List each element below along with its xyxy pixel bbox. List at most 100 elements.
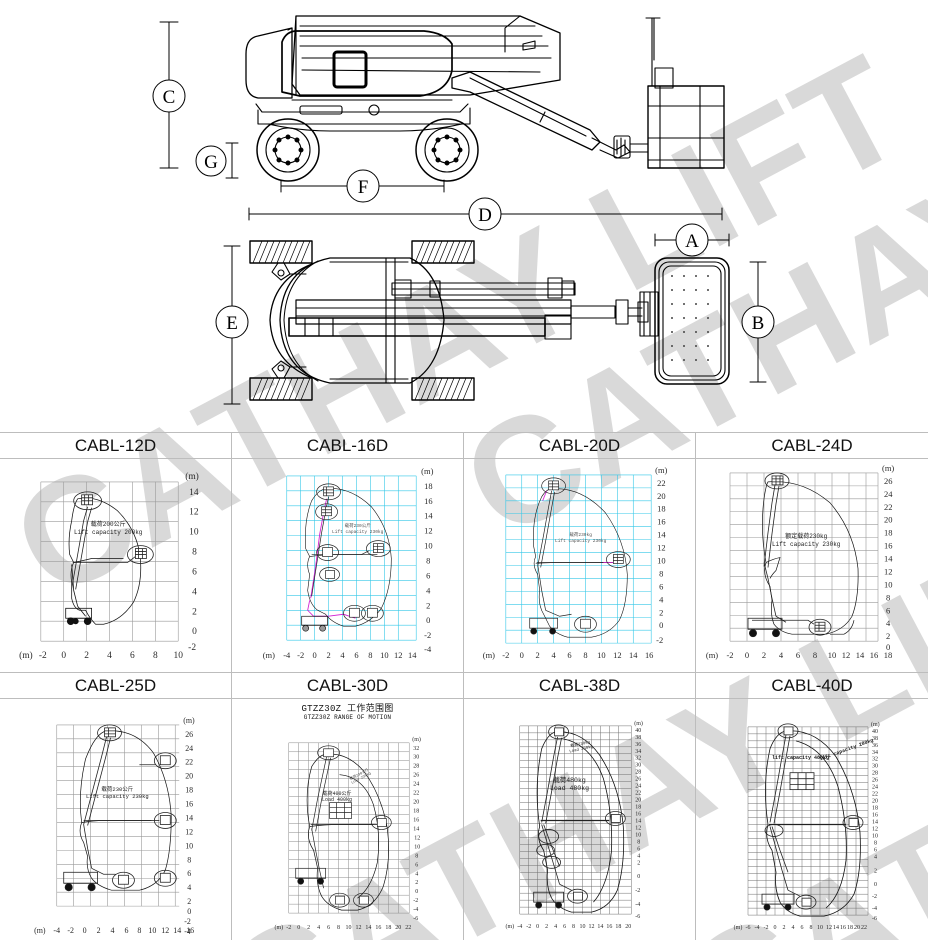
svg-text:12: 12 [355,925,361,931]
svg-text:16: 16 [870,650,878,660]
svg-text:(m): (m) [34,926,46,935]
model-cell-cabl-16d[interactable]: CABL-16D 载荷230公斤 Lift capacity 230kg [232,433,464,673]
svg-text:(m): (m) [274,924,283,931]
svg-text:10: 10 [346,925,352,931]
svg-text:-2: -2 [286,925,291,931]
model-cell-cabl-12d[interactable]: CABL-12D 载荷200公斤 Lift capacity 200kg [0,433,232,673]
svg-text:4: 4 [792,925,795,931]
dimension-F: F [280,169,445,203]
svg-text:(m): (m) [871,721,880,728]
chart-cabl-20d: 载荷230kg Lift capacity 230kg [464,459,695,671]
svg-text:36: 36 [872,743,878,749]
svg-text:14: 14 [856,650,865,660]
svg-text:12: 12 [872,826,878,832]
svg-text:-2: -2 [188,643,196,653]
svg-text:0: 0 [536,924,539,930]
svg-text:0: 0 [192,627,197,637]
svg-text:40: 40 [872,729,878,735]
wheel-front [256,118,320,182]
model-cell-cabl-25d[interactable]: CABL-25D 载荷230公斤 Lift capacity 230kg [0,673,232,940]
svg-text:28: 28 [872,771,878,777]
svg-text:6: 6 [874,847,877,853]
svg-text:24: 24 [872,785,878,791]
svg-text:(m): (m) [185,471,199,482]
svg-text:32: 32 [413,746,419,752]
svg-text:-2: -2 [635,888,640,894]
svg-text:22: 22 [635,791,641,797]
model-cell-cabl-40d[interactable]: CABL-40D lift capacity 480kg lift capaci… [696,673,928,940]
svg-text:18: 18 [884,650,892,660]
svg-text:28: 28 [413,764,419,770]
svg-text:D: D [478,205,492,226]
svg-text:32: 32 [872,757,878,763]
svg-text:8: 8 [153,651,158,661]
svg-text:2: 2 [84,651,89,661]
svg-text:14: 14 [365,925,371,931]
svg-text:16: 16 [635,812,641,818]
svg-text:(m): (m) [183,716,195,725]
svg-text:26: 26 [872,778,878,784]
svg-text:22: 22 [657,478,665,488]
svg-text:16: 16 [645,650,653,660]
svg-text:B: B [752,313,765,334]
svg-text:6: 6 [354,650,358,660]
svg-text:6: 6 [886,605,890,615]
svg-text:0: 0 [61,651,66,661]
svg-text:6: 6 [415,862,418,868]
svg-text:12: 12 [826,925,832,931]
svg-text:-4: -4 [53,926,60,935]
svg-text:10: 10 [817,925,823,931]
svg-text:-4: -4 [755,925,760,931]
svg-text:14: 14 [424,511,433,521]
model-cell-cabl-38d[interactable]: CABL-38D 载荷480kg Load 480kg 载荷230kg Load… [464,673,696,940]
model-chart-grid: CABL-12D 载荷200公斤 Lift capacity 200kg [0,432,928,940]
svg-text:4: 4 [659,594,664,604]
svg-text:2: 2 [762,650,766,660]
dimension-C: C [152,21,186,169]
svg-text:10: 10 [884,579,892,589]
svg-text:-2: -2 [297,650,304,660]
svg-text:10: 10 [657,556,665,566]
model-title-cabl-30d: CABL-30D [232,673,463,699]
svg-text:12: 12 [394,650,402,660]
svg-text:6: 6 [801,925,804,931]
svg-text:12: 12 [884,566,892,576]
svg-text:24: 24 [635,784,641,790]
svg-text:(m): (m) [882,463,894,473]
svg-text:20: 20 [635,798,641,804]
svg-text:-2: -2 [39,651,47,661]
svg-text:8: 8 [886,592,890,602]
svg-text:14: 14 [185,813,193,822]
tyre-bottom-left [249,377,313,401]
svg-text:22: 22 [872,792,878,798]
svg-text:16: 16 [840,925,846,931]
svg-text:4: 4 [554,924,557,930]
model-title-cabl-24d: CABL-24D [696,433,928,459]
svg-text:12: 12 [842,650,850,660]
svg-text:2: 2 [874,868,877,874]
svg-text:10: 10 [635,832,641,838]
svg-text:26: 26 [884,476,892,486]
svg-text:(m): (m) [263,650,275,660]
svg-text:10: 10 [189,528,199,538]
svg-text:8: 8 [659,568,663,578]
svg-text:14: 14 [884,554,893,564]
svg-text:2: 2 [97,926,101,935]
svg-text:24: 24 [413,782,419,788]
platform-plan [639,257,730,385]
chart-cabl-24d: 额定载荷230kg Lift capacity 230kg [696,459,928,671]
svg-text:(m): (m) [706,650,718,660]
svg-text:22: 22 [861,925,867,931]
svg-text:32: 32 [635,756,641,762]
model-cell-cabl-30d[interactable]: CABL-30D GTZZ30Z 工作范围图 GTZZ30Z RANGE OF … [232,673,464,940]
svg-text:18: 18 [385,925,391,931]
model-cell-cabl-24d[interactable]: CABL-24D 额定载荷230kg Lift capacity 230kg [696,433,928,673]
svg-text:2: 2 [545,924,548,930]
svg-text:14: 14 [657,530,666,540]
svg-text:40: 40 [635,728,641,734]
model-cell-cabl-20d[interactable]: CABL-20D 载荷230kg Lift capacity 230kg [464,433,696,673]
svg-text:8: 8 [637,839,640,845]
svg-text:10: 10 [414,844,420,850]
svg-text:8: 8 [583,650,587,660]
